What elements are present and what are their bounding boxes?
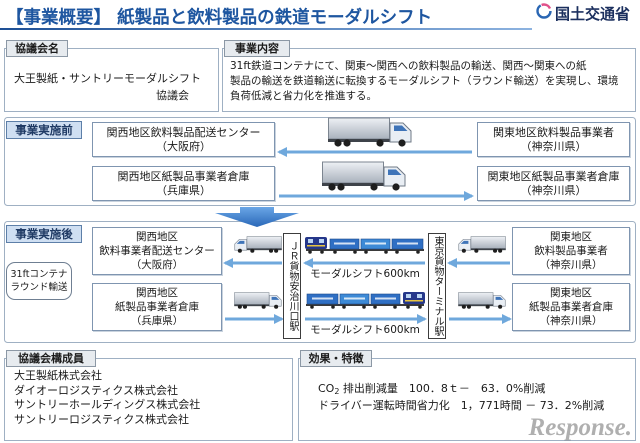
box-prefecture: （神奈川県） [539,259,603,271]
truck-icon [328,117,412,147]
box-region: 関西地区 [136,287,178,299]
box-name: 飲料製品事業者 [534,245,608,257]
business-line: 31ft鉄道コンテナにて、関東～関西への飲料製品の輸送、関西～関東への紙 [230,60,587,72]
truck-icon [234,236,282,253]
kanto-paper-warehouse-box: 関東地区 紙製品事業者倉庫 （神奈川県） [512,283,630,331]
box-prefecture: （兵庫県） [156,183,211,197]
kanto-beverage-company-box: 関東地区 飲料製品事業者 （神奈川県） [512,227,630,275]
business-line: 負荷低減と省力化を推進する。 [230,90,377,102]
council-label: 協議会名 [6,40,68,57]
ministry-name: 国土交通省 [555,5,631,23]
box-prefecture: （大阪府） [156,139,211,153]
co2-reduction-text: 排出削減量 100．8ｔ－ 63．0%削減 [339,382,546,395]
business-label: 事業内容 [224,40,290,57]
mlit-logo-icon [536,3,552,19]
box-prefecture: （兵庫県） [130,315,184,327]
down-arrow-icon [215,207,299,227]
kanto-paper-warehouse-box: 関東地区紙製品事業者倉庫 （神奈川県） [477,166,630,201]
list-item: ダイオーロジスティクス株式会社 [14,383,179,397]
members-frame [4,358,293,441]
before-section-label: 事業実施前 [6,121,82,139]
title-underline [0,28,532,30]
truck-icon [234,292,282,309]
members-list: 大王製紙株式会社 ダイオーロジスティクス株式会社 サントリーホールディングス株式… [14,369,200,427]
round-trip-line: ラウンド輸送 [10,282,68,293]
truck-shape [234,236,282,253]
round-trip-line: 31ftコンテナ [10,269,68,280]
box-name: 紙製品事業者倉庫 [529,301,613,313]
truck-icon [458,292,506,309]
modal-shift-distance-label: モーダルシフト600km [310,324,420,336]
council-frame [4,48,219,112]
page-title: 【事業概要】 紙製品と飲料製品の鉄道モーダルシフト [6,8,433,28]
truck-shape [458,236,506,253]
box-region: 関東地区 [550,287,592,299]
truck-icon [322,161,406,191]
train-shape [305,291,425,309]
box-name: 関東地区飲料製品事業者 [493,125,614,139]
co2-reduction-line: CO2 排出削減量 100．8ｔ－ 63．0%削減 [318,380,604,397]
box-name: 紙製品事業者倉庫 [115,301,199,313]
business-description: 31ft鉄道コンテナにて、関東～関西への飲料製品の輸送、関西～関東への紙 製品の… [230,59,619,104]
kansai-paper-warehouse-box: 関西地区 紙製品事業者倉庫 （兵庫県） [92,283,222,331]
logo-blue-arc [536,3,552,19]
list-item: サントリーロジスティクス株式会社 [14,412,190,426]
box-region: 関西地区 [136,231,178,243]
kansai-paper-warehouse-box: 関西地区紙製品事業者倉庫 （兵庫県） [92,166,275,201]
list-item: 大王製紙株式会社 [14,369,102,382]
after-section-frame [4,221,636,343]
box-region: 関東地区 [550,231,592,243]
business-frame [222,48,636,112]
logo-pink-arc [536,3,552,19]
freight-train-icon [305,291,425,309]
members-label: 協議会構成員 [6,350,96,367]
effects-list: CO2 排出削減量 100．8ｔ－ 63．0%削減 ドライバー運転時間省力化 1… [318,380,604,414]
truck-icon [458,236,506,253]
council-name-line: 協議会 [156,89,189,102]
box-name: 関西地区飲料製品配送センター [106,125,261,139]
box-prefecture: （神奈川県） [539,315,603,327]
box-name: 飲料事業者配送センター [99,245,215,257]
watermark: Response. [528,414,632,441]
box-prefecture: （大阪府） [130,259,184,271]
modal-shift-distance-label: モーダルシフト600km [310,268,420,280]
kanto-beverage-company-box: 関東地区飲料製品事業者 （神奈川県） [477,122,630,157]
co2-subscript: 2 [334,387,340,396]
west-freight-station: ＪＲ貨物安治川口駅 [283,233,301,339]
freight-train-icon [305,236,425,254]
box-prefecture: （神奈川県） [520,139,587,153]
kansai-beverage-center-box: 関西地区飲料製品配送センター （大阪府） [92,122,275,157]
kansai-beverage-center-box: 関西地区 飲料事業者配送センター （大阪府） [92,227,222,275]
list-item: サントリーホールディングス株式会社 [14,398,201,411]
box-name: 関東地区紙製品事業者倉庫 [487,169,620,183]
co2-prefix: CO [318,382,335,395]
box-name: 関西地区紙製品事業者倉庫 [117,169,250,183]
council-name-line: 大王製紙・サントリーモーダルシフト [14,72,201,85]
round-trip-note: 31ftコンテナ ラウンド輸送 [6,262,72,300]
before-section-frame [4,117,636,206]
business-line: 製品の輸送を鉄道輸送に転換するモーダルシフト（ラウンド輸送）を実現し、環境 [230,75,619,87]
box-prefecture: （神奈川県） [520,183,587,197]
driver-time-reduction-line: ドライバー運転時間省力化 1，771時間 － 73．2%削減 [318,399,605,412]
east-freight-station: 東京貨物ターミナル駅 [428,233,446,339]
after-section-label: 事業実施後 [6,225,82,243]
effects-frame [298,358,636,441]
effects-label: 効果・特徴 [300,350,372,367]
